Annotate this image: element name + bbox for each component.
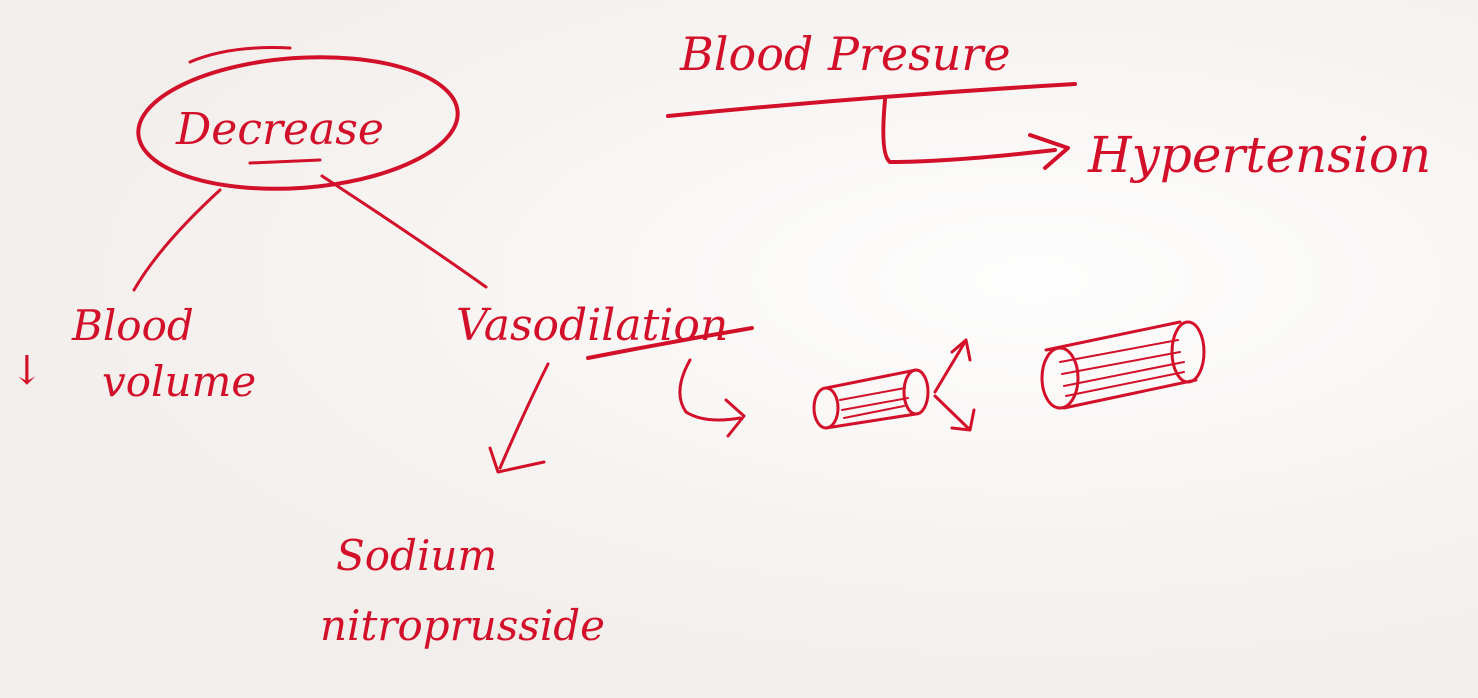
hypertension-connector [883, 100, 1055, 162]
left-connector [134, 190, 220, 290]
sodium-label: Sodium [336, 531, 497, 580]
expansion-arrows-icon [935, 340, 974, 430]
drug-connector [500, 364, 548, 468]
narrow-vessel-icon [814, 370, 928, 428]
title-text: Blood Presure [679, 27, 1011, 81]
hypertension-label: Hypertension [1087, 126, 1431, 184]
decrease-node-label: Decrease [175, 104, 384, 155]
decrease-underline [250, 160, 320, 163]
right-connector [322, 176, 486, 287]
down-arrow-icon: ↓ [10, 348, 44, 394]
title-underline [668, 84, 1075, 116]
vessel-connector [680, 360, 740, 420]
drug-arrowhead [490, 448, 544, 472]
volume-label: volume [102, 357, 256, 406]
blood-label: Blood [71, 301, 194, 350]
vasodilation-label: Vasodilation [456, 300, 728, 351]
nitroprusside-label: nitroprusside [320, 601, 605, 650]
widened-vessel-icon [1042, 322, 1204, 408]
